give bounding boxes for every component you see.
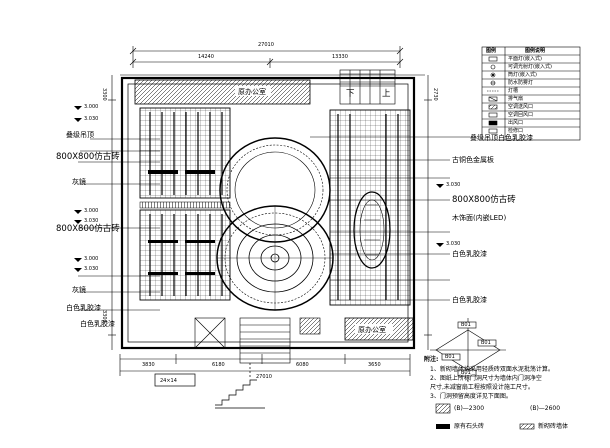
- dim-top-right: 13330: [332, 54, 348, 60]
- ceiling-grid-right: [329, 109, 411, 306]
- compass-tag: B01: [445, 354, 455, 360]
- notes-title: 附注:: [424, 356, 439, 363]
- door-height-a: (B)—2300: [454, 405, 485, 412]
- dim-bottom-3: 6080: [296, 362, 309, 368]
- dim-left-1: 3300: [101, 88, 107, 101]
- legend-row: 平面灯(嵌入式): [508, 56, 542, 62]
- legend-row: 检修口: [508, 128, 524, 134]
- dim-right-1: 2730: [432, 88, 438, 101]
- stair-section-drawing: [154, 363, 265, 409]
- light-fixtures-left: [149, 112, 223, 296]
- top-dimension-lines: [120, 46, 425, 76]
- level-label: 3.030: [446, 241, 461, 247]
- legend-row: 筒灯(嵌入式): [508, 72, 537, 78]
- display-racks-left: [148, 170, 215, 275]
- legend-row: 空调回风口: [508, 112, 534, 118]
- level-label: 3.000: [84, 256, 99, 262]
- dim-bottom-overall: 27010: [256, 374, 272, 380]
- label-stepped-ceiling: 叠级吊顶: [66, 131, 94, 139]
- legend-table: [481, 46, 581, 141]
- level-label: 3.000: [84, 104, 99, 110]
- central-round-ceiling: [216, 137, 334, 311]
- entrance-stair-bottom: [194, 317, 321, 364]
- compass-tag: B01: [461, 322, 471, 328]
- legend-row: 防水防雾灯: [508, 80, 534, 86]
- note-line: 3、门洞预留高度详见下面图。: [430, 393, 512, 400]
- dim-bottom-1: 3830: [142, 362, 155, 368]
- label-white-latex-right: 白色乳胶漆: [452, 250, 487, 258]
- compass-tag: B01: [481, 340, 491, 346]
- stairs-label: 24×14: [160, 378, 177, 384]
- bottom-dimension-lines: [119, 354, 411, 376]
- ceiling-grid-left: [139, 107, 231, 301]
- legend-row: 可调光射灯(嵌入式): [508, 64, 552, 70]
- label-ceiling-latex: 叠级吊顶白色乳胶漆: [470, 134, 533, 142]
- label-white-latex: 白色乳胶漆: [80, 320, 115, 328]
- legend-row: 出风口: [508, 120, 524, 126]
- bottom-office-room: [344, 317, 414, 341]
- oval-display-feature: [353, 191, 391, 269]
- label-grey-mirror: 灰镜: [72, 178, 86, 186]
- dim-bottom-4: 3650: [368, 362, 381, 368]
- door-height-b: (B)—2600: [530, 405, 561, 412]
- top-office-room: [134, 79, 311, 105]
- level-label: 3.030: [446, 182, 461, 188]
- level-label: 3.000: [84, 208, 99, 214]
- legend-wall-old: 原有石头砖: [454, 423, 485, 430]
- label-tile-800-right: 800X800仿古砖: [452, 195, 516, 205]
- dim-overall-top: 27010: [258, 42, 274, 48]
- label-grey-mirror: 灰镜: [72, 286, 86, 294]
- level-label: 3.030: [84, 116, 99, 122]
- compass-symbol: [430, 318, 506, 382]
- legend-header-col1: 图例: [486, 48, 497, 54]
- label-bronze-panel: 古铜色金属板: [452, 156, 494, 164]
- leader-lines-right: [310, 136, 470, 301]
- level-label: 3.030: [84, 218, 99, 224]
- legend-row: 灯槽: [508, 88, 519, 94]
- legend-row: 空调送风口: [508, 104, 534, 110]
- legend-header-col2: 图例说明: [525, 48, 546, 54]
- leader-lines-left: [78, 138, 160, 311]
- room-office-bottom: 原办公室: [358, 326, 386, 334]
- note-line: 2、图纸上所标门洞尺寸为墙体内门洞净空: [430, 375, 542, 382]
- note-line: 尺寸,未减窗扇工程按照设计施工尺寸。: [430, 384, 534, 391]
- dim-top-left: 14240: [198, 54, 214, 60]
- level-label: 3.030: [84, 266, 99, 272]
- dim-left-2: 3300: [101, 310, 107, 323]
- legend-row: 排气扇: [508, 96, 524, 102]
- staircase-top: [339, 69, 396, 105]
- legend-symbols: [487, 56, 499, 134]
- notes-symbols: [435, 403, 535, 430]
- dim-bottom-2: 6180: [212, 362, 225, 368]
- compass-tag: B01: [461, 370, 471, 376]
- label-wood-led: 木饰面(内嵌LED): [452, 214, 507, 222]
- legend-wall-new: 新砌砖墙体: [538, 423, 569, 430]
- left-dimension-lines: [108, 75, 432, 350]
- label-tile-800: 800X800仿古砖: [56, 152, 120, 162]
- stair-down-label: 下: [346, 89, 355, 99]
- room-office-top: 原办公室: [238, 88, 266, 96]
- level-markers: [74, 106, 444, 272]
- label-white-latex: 白色乳胶漆: [66, 304, 101, 312]
- note-line: 1、新砌墙体均采用轻质砖双面水泥批荡计算。: [430, 366, 554, 373]
- label-tile-800: 800X800仿古砖: [56, 224, 120, 234]
- label-white-latex-right: 白色乳胶漆: [452, 296, 487, 304]
- stair-up-label: 上: [382, 89, 391, 99]
